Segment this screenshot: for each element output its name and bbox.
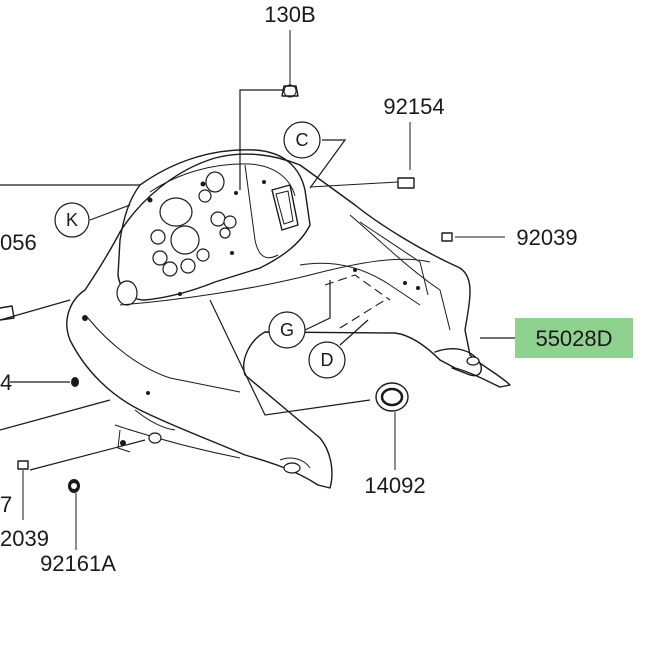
leader-d (339, 319, 369, 346)
leader-c (309, 139, 347, 189)
callout-k: K (66, 210, 78, 230)
screw-92039-right (441, 232, 505, 242)
label-92039-left: 2039 (0, 526, 49, 551)
leader-left-top (0, 299, 71, 321)
label-056: 056 (0, 230, 37, 255)
fastener-130b (281, 30, 299, 98)
label-130b: 130B (264, 2, 315, 27)
leader-left-mid (0, 399, 111, 431)
dashed-line-d (339, 299, 386, 329)
leader-k (89, 204, 131, 221)
screw-92039-left (17, 460, 29, 520)
label-55028d: 55028D (535, 326, 612, 351)
callout-c-bubble (283, 121, 321, 159)
grommet-14092 (375, 382, 409, 470)
inner-cover-panel (66, 149, 511, 489)
label-4: 4 (0, 370, 12, 395)
label-92039-right: 92039 (516, 225, 577, 250)
callout-g-bubble (268, 311, 306, 349)
callout-k-bubble (54, 202, 90, 238)
leader-g (304, 280, 331, 331)
left-edge-part (0, 305, 79, 387)
callout-d: D (321, 350, 334, 370)
label-92154: 92154 (383, 94, 444, 119)
dashed-line-g (324, 274, 391, 301)
leader-130b-box (239, 89, 285, 190)
highlight-box (515, 318, 633, 358)
bolt-92154 (309, 122, 415, 189)
callout-g: G (280, 320, 294, 340)
label-7: 7 (0, 492, 12, 517)
callout-d-bubble (308, 341, 346, 379)
washer-92161a (68, 479, 80, 550)
leader-under (209, 299, 371, 416)
label-14092: 14092 (364, 473, 425, 498)
leader-bottom-right (29, 439, 146, 471)
label-92161a: 92161A (40, 551, 116, 576)
callout-c: C (296, 130, 309, 150)
